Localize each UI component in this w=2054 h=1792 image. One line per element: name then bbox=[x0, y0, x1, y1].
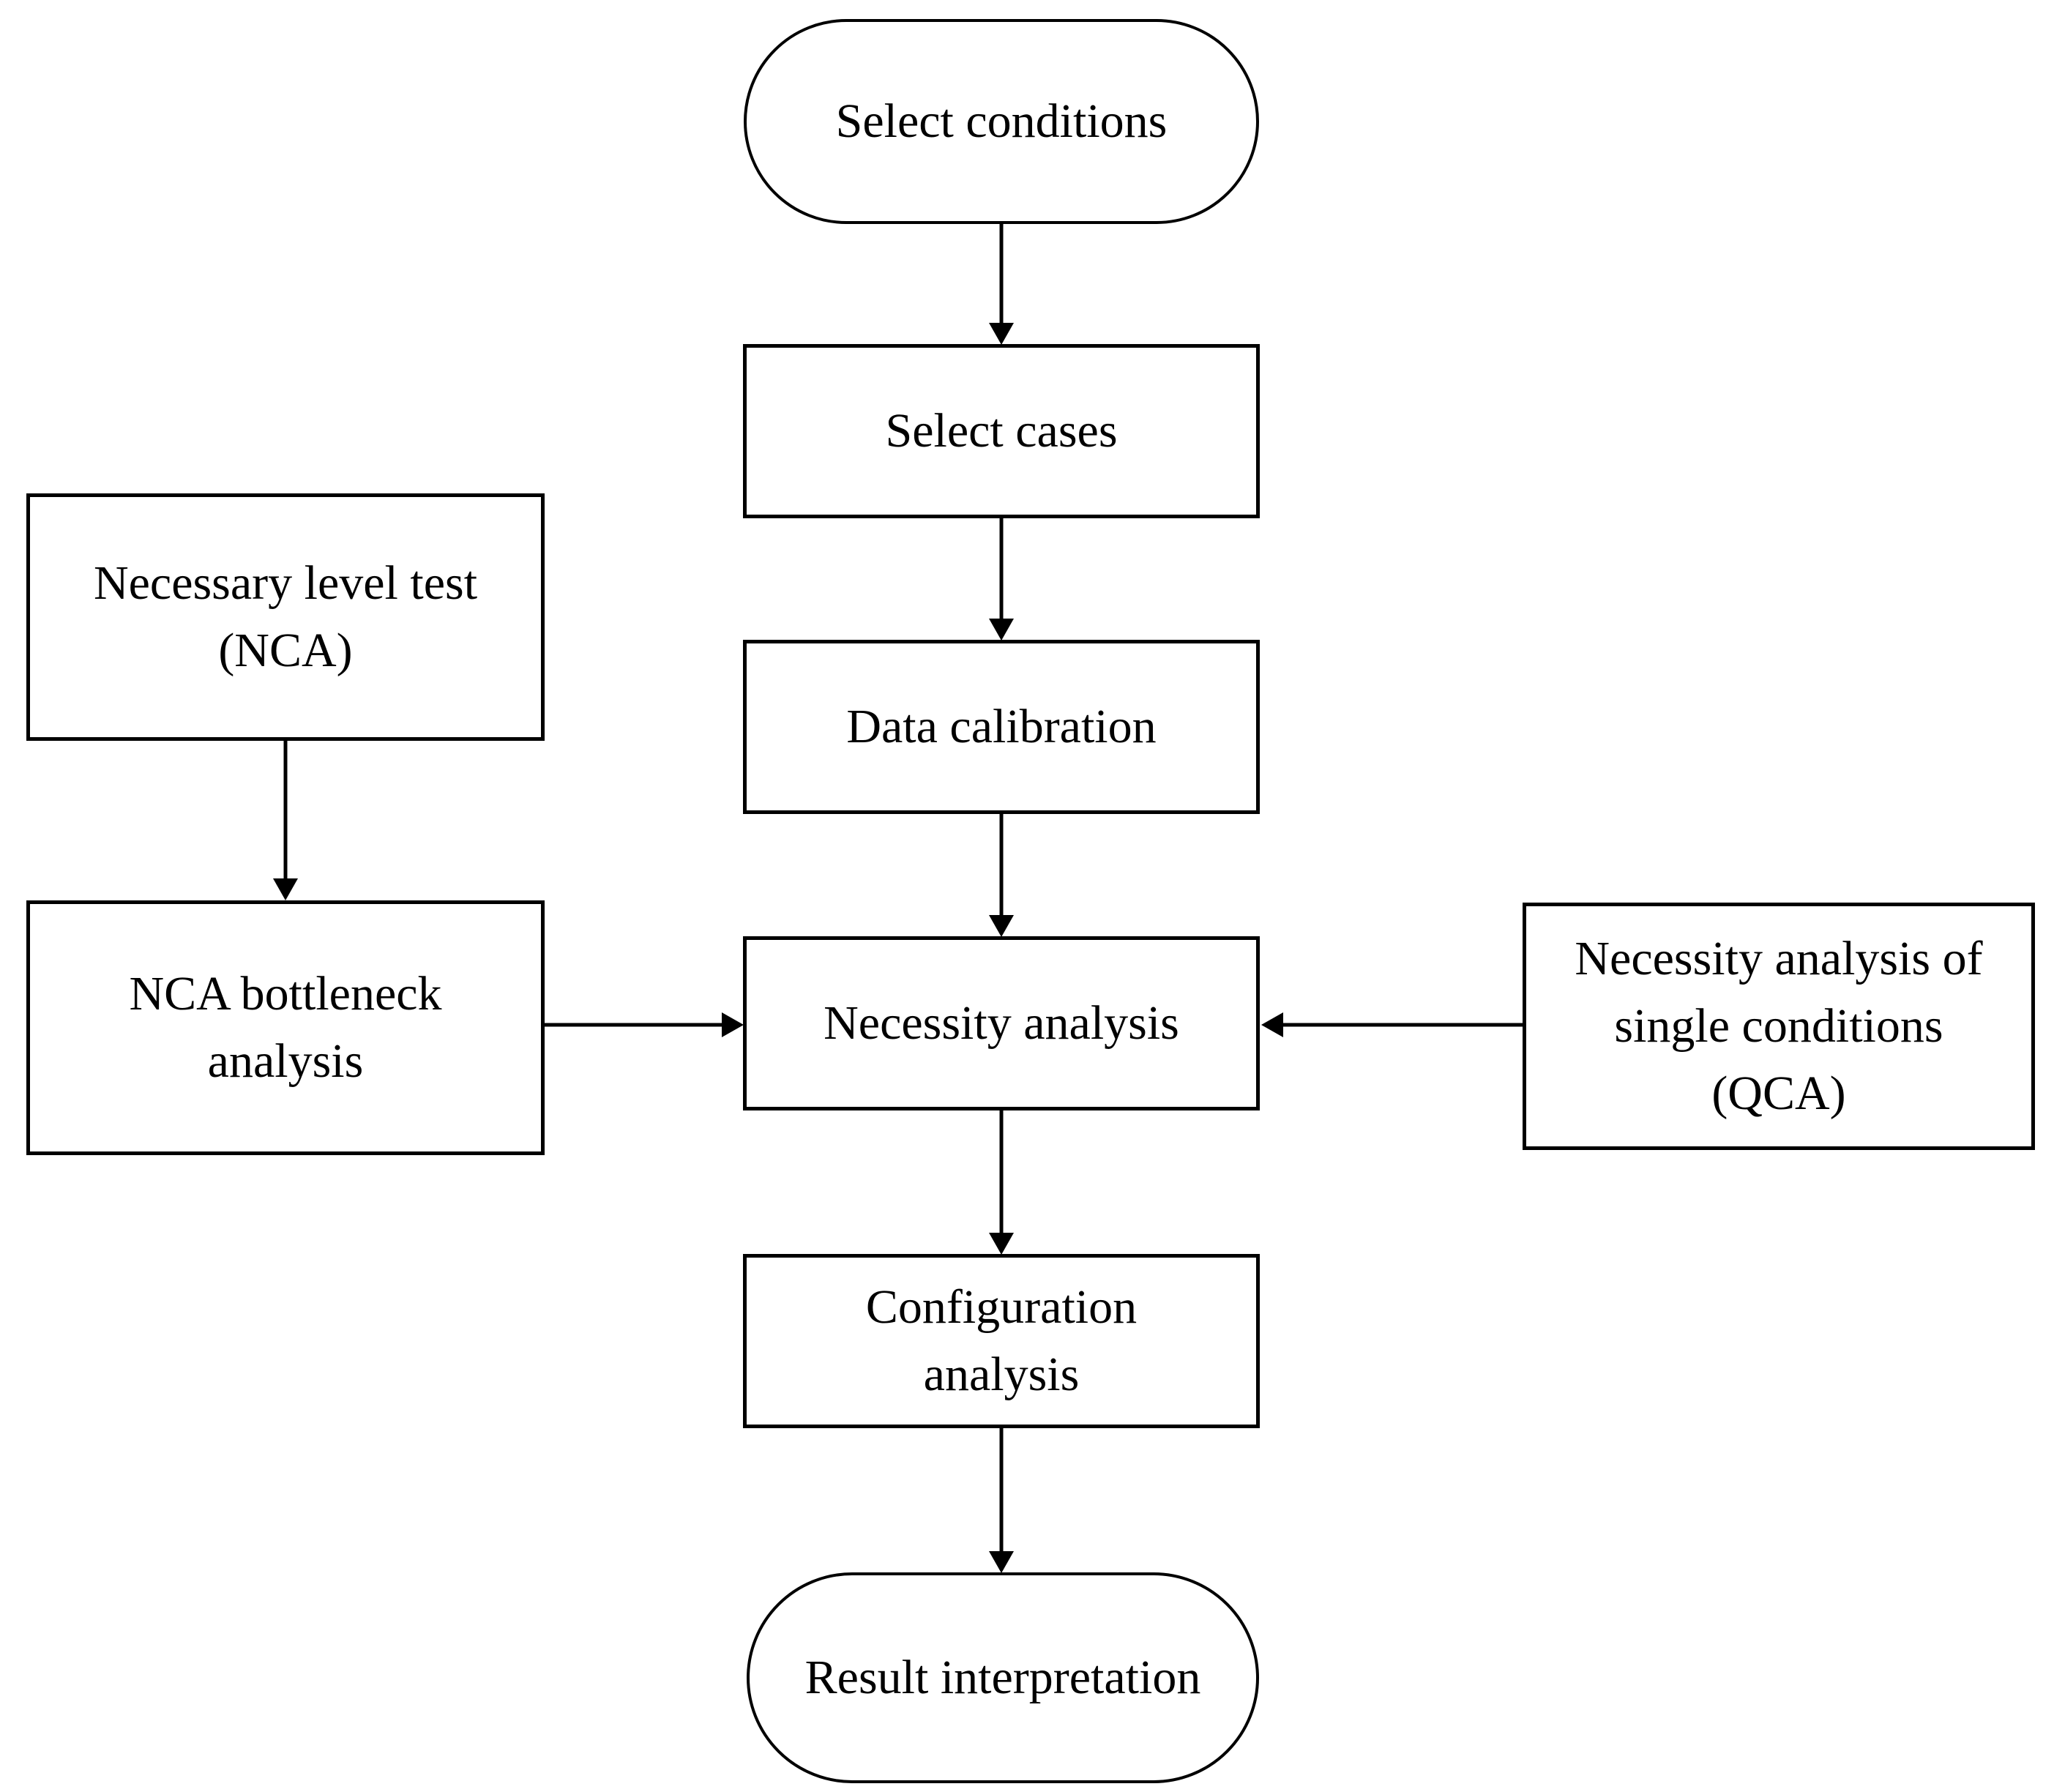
node-select-conditions-label: Select conditions bbox=[835, 94, 1168, 148]
node-select-cases-label: Select cases bbox=[885, 404, 1118, 458]
node-necessary-level-test-label: Necessary level test (NCA) bbox=[93, 556, 478, 677]
node-necessity-single-conditions: Necessity analysis of single conditions … bbox=[1523, 903, 2035, 1150]
arrow-select-conditions-to-select-cases bbox=[989, 223, 1014, 345]
node-necessity-analysis: Necessity analysis bbox=[743, 936, 1260, 1110]
arrow-necessity-analysis-to-configuration-analysis bbox=[989, 1109, 1014, 1255]
node-nca-bottleneck-analysis: NCA bottleneck analysis bbox=[26, 900, 545, 1155]
node-data-calibration: Data calibration bbox=[743, 640, 1260, 814]
node-nca-bottleneck-analysis-label: NCA bottleneck analysis bbox=[129, 967, 442, 1088]
node-select-cases: Select cases bbox=[743, 344, 1260, 518]
arrow-qca-necessity-to-necessity-analysis bbox=[1261, 1012, 1524, 1037]
node-data-calibration-label: Data calibration bbox=[846, 700, 1157, 753]
arrow-necessary-level-test-to-nca-bottleneck bbox=[273, 739, 298, 900]
node-necessity-single-conditions-label: Necessity analysis of single conditions … bbox=[1575, 932, 1983, 1120]
node-configuration-analysis-label: Configuration analysis bbox=[865, 1280, 1138, 1401]
arrow-nca-bottleneck-to-necessity-analysis bbox=[543, 1012, 744, 1037]
node-result-interpretation: Result interpretation bbox=[747, 1572, 1259, 1783]
node-result-interpretation-label: Result interpretation bbox=[804, 1651, 1201, 1704]
node-select-conditions: Select conditions bbox=[744, 19, 1259, 224]
node-necessity-analysis-label: Necessity analysis bbox=[824, 996, 1179, 1050]
arrow-data-calibration-to-necessity-analysis bbox=[989, 813, 1014, 937]
node-necessary-level-test: Necessary level test (NCA) bbox=[26, 493, 545, 741]
arrow-configuration-analysis-to-result-interpretation bbox=[989, 1427, 1014, 1573]
arrow-select-cases-to-data-calibration bbox=[989, 517, 1014, 641]
node-configuration-analysis: Configuration analysis bbox=[743, 1254, 1260, 1428]
